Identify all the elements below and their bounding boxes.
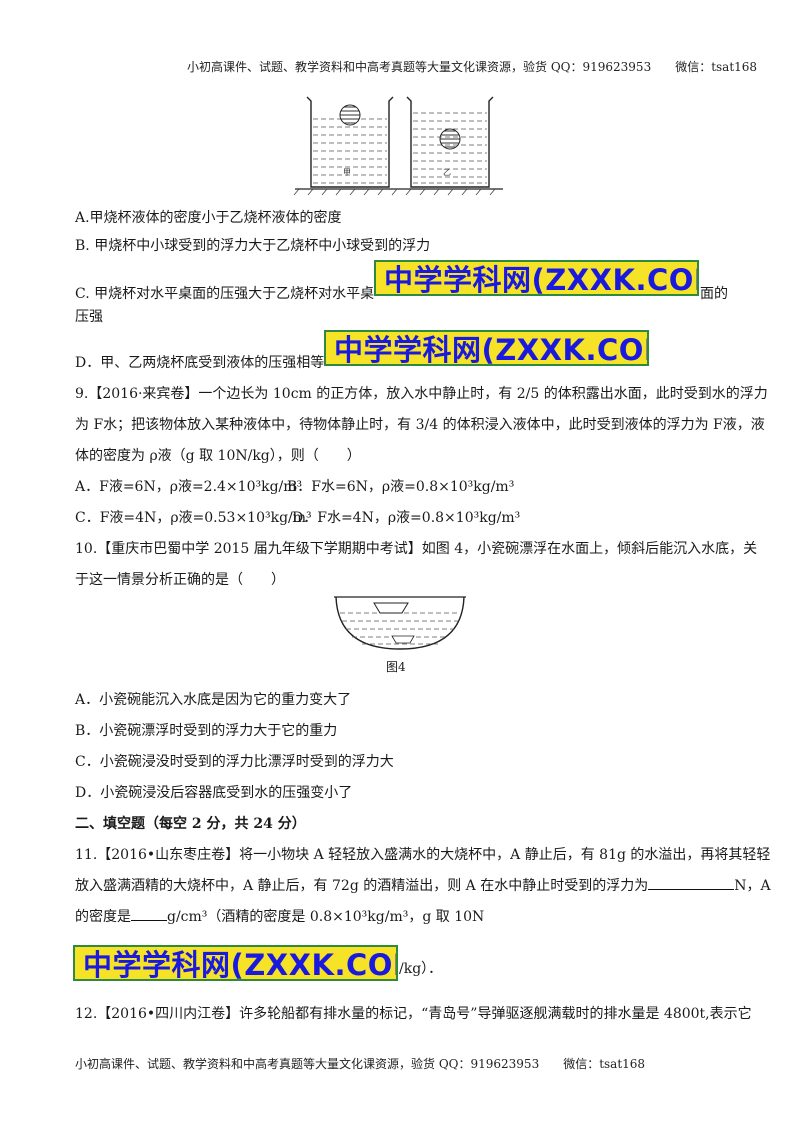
q11-line3-unit: g/cm³（酒精的密度是 0.8×10³kg/m³，g 取 10N [167,909,485,925]
page-footer: 小初高课件、试题、教学资料和中高考真题等大量文化课资源，验货 QQ：919623… [75,1057,646,1071]
beakers-diagram: 甲 乙 [293,96,503,196]
q11-line1: 11.【2016•山东枣庄卷】将一小物块 A 轻轻放入盛满水的大烧杯中，A 静止… [75,847,771,863]
q11-line2: 放入盛满酒精的大烧杯中，A 静止后，有 72g 的酒精溢出，则 A 在水中静止时… [75,875,771,895]
q10-option-d: D．小瓷碗浸没后容器底受到水的压强变小了 [75,785,353,801]
q8-option-c-line2: 压强 [75,309,103,325]
answer-blank[interactable] [131,906,167,921]
q11-line4-tail: /kg）． [399,961,443,977]
beaker-label-yi: 乙 [443,168,451,177]
answer-blank[interactable] [648,875,735,890]
beakers-figure: 甲 乙 [293,93,505,197]
q8-option-c-end: 面的 [700,286,728,302]
q9-option-a: A．F液=6N，ρ液=2.4×10³kg/m³ [75,479,303,495]
q9-option-d: D．F水=4N，ρ液=0.8×10³kg/m³ [292,510,521,526]
q10-option-b: B．小瓷碗漂浮时受到的浮力大于它的重力 [75,723,338,739]
q9-option-c: C．F液=4N，ρ液=0.53×10³kg/m³ [75,510,312,526]
q10-option-a: A．小瓷碗能沉入水底是因为它的重力变大了 [75,692,352,708]
q10-line1: 10.【重庆市巴蜀中学 2015 届九年级下学期期中考试】如图 4，小瓷碗漂浮在… [75,541,758,557]
q8-option-b: B. 甲烧杯中小球受到的浮力大于乙烧杯中小球受到的浮力 [75,238,431,254]
q9-option-b: B．F水=6N，ρ液=0.8×10³kg/m³ [287,479,515,495]
watermark-logo: 中学学科网(ZXXK.COM) [324,330,649,366]
q9-line3: 体的密度为 ρ液（g 取 10N/kg），则（ ） [75,448,361,464]
q9-line2: 为 F水；把该物体放入某种液体中，待物体静止时，有 3/4 的体积浸入液体中，此… [75,417,765,433]
bowl-diagram [334,596,466,650]
q12-line1: 12.【2016•四川内江卷】许多轮船都有排水量的标记，“青岛号”导弹驱逐舰满载… [75,1006,752,1022]
beaker-label-jia: 甲 [343,168,351,177]
q8-option-a: A.甲烧杯液体的密度小于乙烧杯液体的密度 [75,210,342,226]
q11-line2-unit: N，A [734,878,771,894]
q11-line3-text: 的密度是 [75,909,131,925]
watermark-logo: 中学学科网(ZXXK.COM) [374,260,699,296]
bowl-figure [332,593,468,653]
q11-line2-text: 放入盛满酒精的大烧杯中，A 静止后，有 72g 的酒精溢出，则 A 在水中静止时… [75,878,649,894]
q10-option-c: C．小瓷碗浸没时受到的浮力比漂浮时受到的浮力大 [75,754,394,770]
figure-caption: 图4 [386,660,406,674]
q8-option-d: D．甲、乙两烧杯底受到液体的压强相等 [75,355,325,371]
watermark-logo: 中学学科网(ZXXK.COM) [73,945,398,981]
q10-line2: 于这一情景分析正确的是（ ） [75,572,285,588]
q9-line1: 9.【2016·来宾卷】一个边长为 10cm 的正方体，放入水中静止时，有 2/… [75,386,768,402]
q8-option-c-line1: C. 甲烧杯对水平桌面的压强大于乙烧杯对水平桌 [75,286,375,302]
q11-line3: 的密度是 g/cm³（酒精的密度是 0.8×10³kg/m³，g 取 10N [75,906,484,926]
page-header: 小初高课件、试题、教学资料和中高考真题等大量文化课资源，验货 QQ：919623… [187,60,758,74]
section-title: 二、填空题（每空 2 分，共 24 分） [75,816,306,832]
